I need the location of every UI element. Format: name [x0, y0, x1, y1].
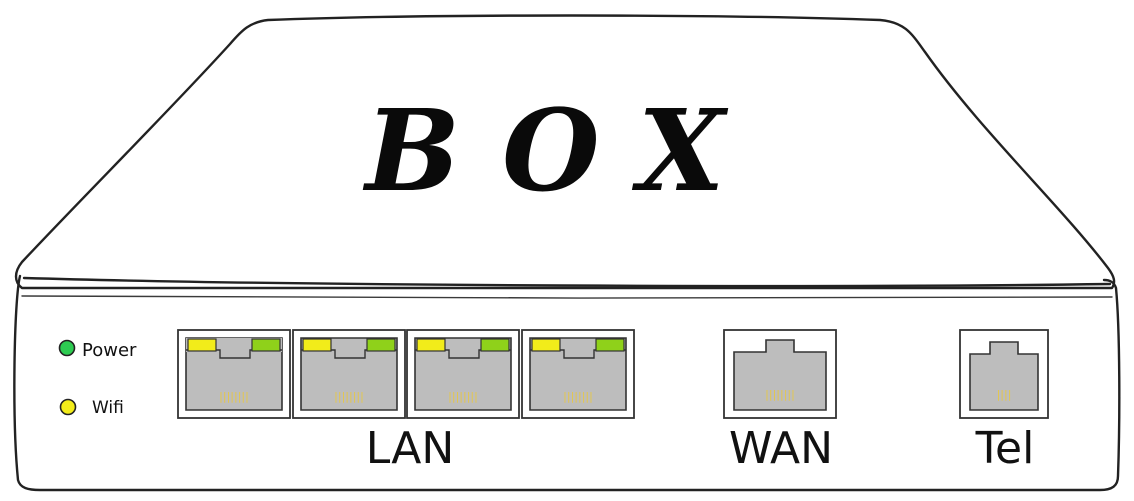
tel-port[interactable]: ||||: [959, 329, 1049, 419]
wan-port[interactable]: ||||||||: [723, 329, 837, 419]
brand-logo: BOX: [362, 86, 764, 217]
port-pins-icon: ||||||||: [563, 390, 593, 403]
lan-port-2[interactable]: ||||||||: [292, 329, 406, 419]
lan-label: LAN: [366, 423, 455, 474]
port-led-left-icon: [187, 338, 217, 352]
port-led-left-icon: [416, 338, 446, 352]
wifi-led-icon: [59, 398, 77, 416]
power-led-icon: [58, 339, 76, 357]
router-front-face: [13, 274, 1121, 492]
port-led-right-icon: [595, 338, 625, 352]
port-led-right-icon: [251, 338, 281, 352]
led-power-label: Power: [82, 340, 137, 361]
lan-port-3[interactable]: ||||||||: [406, 329, 520, 419]
lan-port-4[interactable]: ||||||||: [521, 329, 635, 419]
port-pins-icon: ||||: [997, 388, 1012, 401]
tel-label: Tel: [975, 423, 1035, 474]
port-led-right-icon: [480, 338, 510, 352]
port-pins-icon: ||||||||: [334, 390, 364, 403]
lan-ports: |||||||| |||||||| |||||||| |||||||| LA: [177, 329, 635, 474]
wan-label: WAN: [729, 423, 833, 474]
port-pins-icon: ||||||||: [448, 390, 478, 403]
port-pins-icon: ||||||||: [219, 390, 249, 403]
led-power: Power: [58, 339, 137, 361]
port-led-right-icon: [366, 338, 396, 352]
port-pins-icon: ||||||||: [765, 388, 795, 401]
led-wifi: Wifi: [59, 398, 124, 418]
port-led-left-icon: [531, 338, 561, 352]
led-wifi-label: Wifi: [92, 398, 124, 418]
router-top-surface: [14, 14, 1116, 290]
port-led-left-icon: [302, 338, 332, 352]
lan-port-1[interactable]: ||||||||: [177, 329, 291, 419]
